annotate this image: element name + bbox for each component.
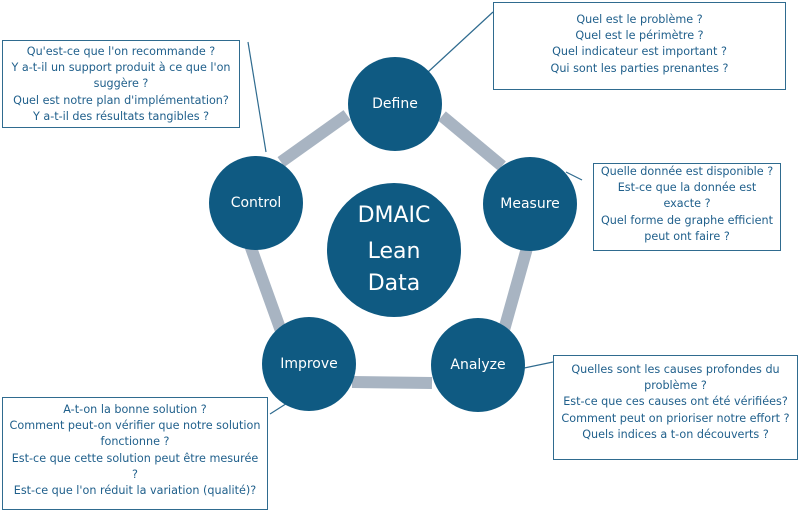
node-measure[interactable]	[483, 157, 577, 251]
question-item: Quel indicateur est important ?	[552, 45, 727, 59]
connector-improve-control	[244, 242, 287, 334]
callout-line-measure	[565, 171, 583, 181]
question-item: Comment peut on prioriser notre effort ?	[561, 411, 790, 425]
question-item: Est-ce que l'on réduit la variation (qua…	[13, 484, 257, 498]
callout-line-define	[427, 11, 494, 73]
connector-control-define	[277, 110, 351, 167]
node-label-measure: Measure	[500, 196, 560, 212]
question-item: Quelle donnée est disponible ?	[600, 165, 774, 178]
question-item: Quels indices a t-on découverts ?	[582, 427, 769, 441]
questions-measure: Quelle donnée est disponible ? Est-ce qu…	[593, 163, 781, 251]
node-define[interactable]	[348, 57, 442, 151]
question-item: Est-ce que la donnée est exacte ?	[617, 181, 757, 211]
connector-analyze-improve	[351, 376, 433, 389]
questions-improve: A-t-on la bonne solution ? Comment peut-…	[2, 397, 268, 510]
question-item: Comment peut-on vérifier que notre solut…	[9, 419, 261, 449]
question-item: Quel est le périmètre ?	[575, 29, 704, 43]
callout-lines	[247, 11, 583, 415]
question-item: Est-ce que cette solution peut être mesu…	[11, 451, 259, 481]
node-analyze[interactable]	[431, 318, 525, 412]
node-control[interactable]	[209, 156, 303, 250]
questions-analyze: Quelles sont les causes profondes du pro…	[553, 355, 798, 460]
node-label-control: Control	[231, 195, 282, 211]
question-item: Qui sont les parties prenantes ?	[550, 61, 729, 75]
center-title: DMAIC	[358, 203, 431, 228]
connector-define-measure	[438, 111, 506, 171]
node-label-improve: Improve	[280, 356, 338, 372]
center-subtitle-data: Data	[368, 271, 421, 296]
connector-measure-analyze	[498, 246, 533, 332]
question-item: Est-ce que ces causes ont été vérifiées?	[563, 395, 788, 409]
questions-control: Qu'est-ce que l'on recommande ? Y a-t-il…	[2, 40, 240, 128]
question-item: Quelles sont les causes profondes du pro…	[571, 363, 780, 393]
center-subtitle-lean: Lean	[368, 239, 421, 264]
question-item: Y a-t-il un support produit à ce que l'o…	[11, 61, 231, 91]
questions-define: Quel est le problème ? Quel est le périm…	[493, 2, 786, 90]
question-item: Y a-t-il des résultats tangibles ?	[32, 109, 210, 123]
node-label-analyze: Analyze	[450, 357, 505, 373]
ring	[244, 110, 533, 389]
question-item: Quel forme de graphe efficient peut ont …	[600, 213, 773, 243]
question-item: A-t-on la bonne solution ?	[63, 403, 207, 416]
question-item: Qu'est-ce que l'on recommande ?	[26, 45, 216, 58]
callout-line-control	[247, 41, 267, 153]
center-circle	[327, 183, 461, 317]
node-improve[interactable]	[262, 317, 356, 411]
question-item: Quel est le problème ?	[576, 13, 703, 26]
question-item: Quel est notre plan d'implémentation?	[13, 93, 229, 107]
node-label-define: Define	[372, 96, 418, 112]
